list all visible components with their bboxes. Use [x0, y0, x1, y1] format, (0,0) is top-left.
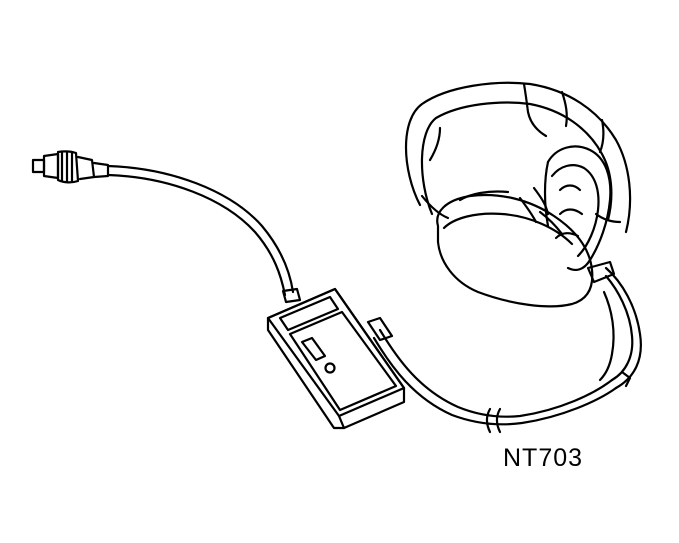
headphones-icon — [405, 81, 632, 308]
receiver-box-icon — [266, 287, 406, 430]
headphone-cable — [372, 260, 642, 434]
plug-icon — [31, 150, 110, 184]
cable — [106, 164, 302, 304]
figure-code: NT703 — [503, 444, 584, 472]
